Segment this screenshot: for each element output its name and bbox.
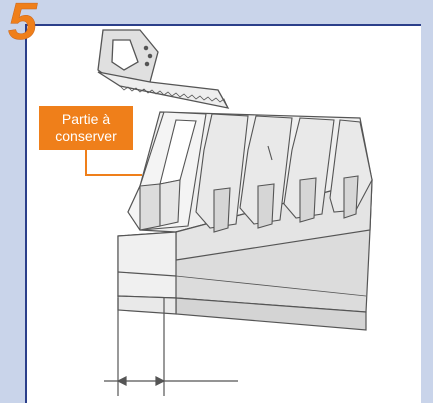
callout-leader [85, 150, 142, 176]
dimension-arrows [104, 298, 238, 396]
callout-label: Partie à conserver [39, 106, 133, 150]
block-ribs [127, 111, 373, 233]
saw-icon [97, 29, 230, 109]
callout-line-2: conserver [55, 128, 117, 144]
step-number: 5 [8, 0, 37, 51]
callout-line-1: Partie à [61, 111, 111, 127]
